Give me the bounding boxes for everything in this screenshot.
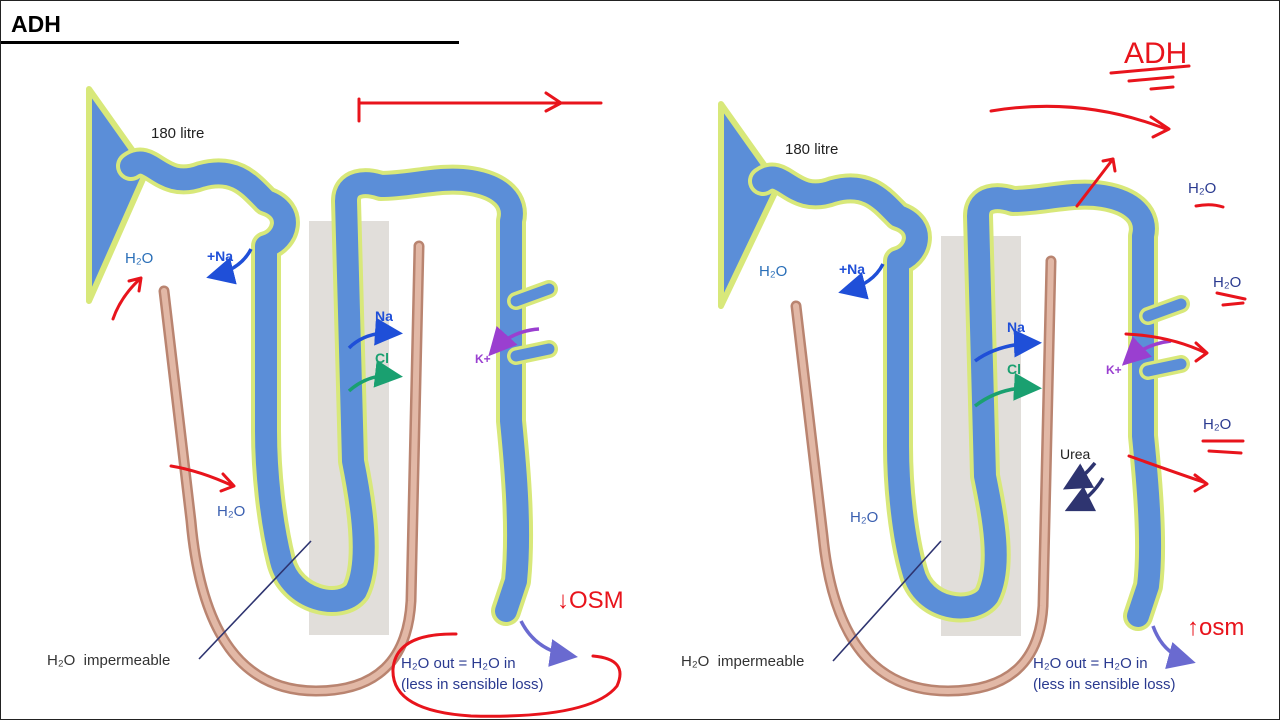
left-na-plus-arrow <box>206 248 253 285</box>
left-na-label: Na <box>375 308 393 324</box>
ink-adh-underline <box>1109 64 1191 91</box>
right-impermeable-pointer <box>832 540 942 662</box>
right-h2o-desc-label: H₂O <box>850 509 878 526</box>
right-urea-arrow-1 <box>1062 461 1097 490</box>
slide-title: ADH <box>11 11 61 37</box>
right-nephron: 180 litre H₂O +Na Na Cl K+ Urea H₂O H₂O … <box>681 101 1196 697</box>
left-k-arrow <box>488 326 540 357</box>
left-volume-label: 180 litre <box>151 125 204 142</box>
ink-h2o-mark-1 <box>1194 203 1225 209</box>
right-cl-label: Cl <box>1007 361 1021 377</box>
ink-high-osm-label: ↑osm <box>1187 614 1244 641</box>
right-out-eq-in-label: H₂O out = H₂O in <box>1033 655 1148 672</box>
left-sensible-label: (less in sensible loss) <box>401 676 544 693</box>
ink-top-arrow-right <box>989 104 1171 139</box>
left-impermeable-label: H₂O impermeable <box>47 652 170 669</box>
ink-low-osm-label: ↓OSM <box>557 587 624 614</box>
right-na-arrow <box>973 329 1042 363</box>
ink-adh-label: ADH <box>1124 37 1187 70</box>
right-urea-arrow-2 <box>1064 477 1105 512</box>
ink-arrow-lower-right <box>1127 454 1209 493</box>
right-k-label: K+ <box>1106 363 1122 377</box>
ink-h2o-mark-3 <box>1201 439 1245 455</box>
left-cl-arrow <box>347 359 403 393</box>
right-na-plus-label: +Na <box>839 261 865 277</box>
ink-arrow-h2o-mid-left <box>169 464 236 493</box>
left-impermeable-pointer <box>198 540 312 660</box>
ink-circle-output <box>391 632 622 718</box>
right-sensible-label: (less in sensible loss) <box>1033 676 1176 693</box>
left-h2o-desc-label: H₂O <box>217 503 245 520</box>
left-na-plus-label: +Na <box>207 248 233 264</box>
left-nephron: 180 litre H₂O +Na Na Cl K+ H₂O H₂O imper… <box>47 86 578 697</box>
right-volume-label: 180 litre <box>785 141 838 158</box>
right-urea-label: Urea <box>1060 446 1091 462</box>
left-out-eq-in-label: H₂O out = H₂O in <box>401 655 516 672</box>
ink-h2o-2-label: H₂O <box>1213 274 1241 291</box>
ink-h2o-mark-2 <box>1215 291 1247 307</box>
ink-arrow-up-right <box>1075 157 1117 208</box>
ink-h2o-3-label: H₂O <box>1203 416 1231 433</box>
left-out-arrow <box>519 620 578 667</box>
right-k-arrow <box>1121 336 1172 366</box>
right-cl-arrow <box>973 372 1042 408</box>
right-out-arrow <box>1151 625 1196 670</box>
left-na-arrow <box>347 317 403 350</box>
left-k-label: K+ <box>475 352 491 366</box>
ink-arrow-k-right <box>1124 332 1209 363</box>
ink-annotations <box>111 64 1247 718</box>
title-underline <box>1 41 459 44</box>
right-impermeable-label: H₂O impermeable <box>681 653 804 670</box>
left-h2o-top-label: H₂O <box>125 250 153 267</box>
ink-top-arrow-left <box>357 91 603 123</box>
ink-h2o-1-label: H₂O <box>1188 180 1216 197</box>
left-bowman-capsule <box>86 86 154 304</box>
right-h2o-top-label: H₂O <box>759 263 787 280</box>
right-na-plus-arrow <box>838 263 885 300</box>
left-cl-label: Cl <box>375 350 389 366</box>
right-na-label: Na <box>1007 319 1025 335</box>
ink-arrow-h2o-top-left <box>111 276 143 321</box>
